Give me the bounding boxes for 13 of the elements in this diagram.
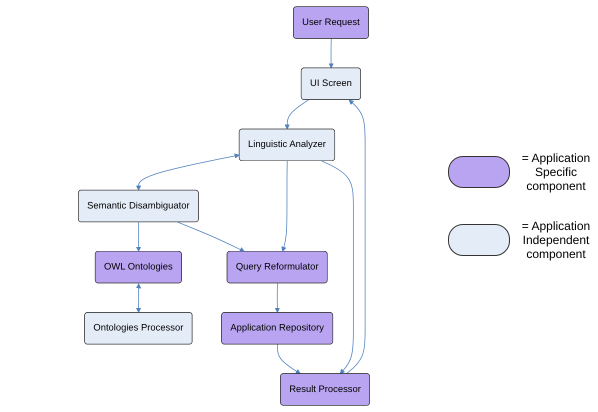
arrow <box>328 38 334 68</box>
arrow <box>281 160 288 252</box>
arrow <box>177 222 245 252</box>
arrow <box>136 283 142 313</box>
arrow <box>284 100 309 130</box>
arrow <box>346 100 366 374</box>
arrow <box>274 282 280 313</box>
arrow <box>321 160 354 374</box>
arrow <box>277 344 301 374</box>
legend-text: = Application Independent component <box>520 219 592 261</box>
arrow <box>136 222 142 252</box>
legend-text: = Application Specific component <box>520 151 592 193</box>
arrow <box>136 153 240 191</box>
